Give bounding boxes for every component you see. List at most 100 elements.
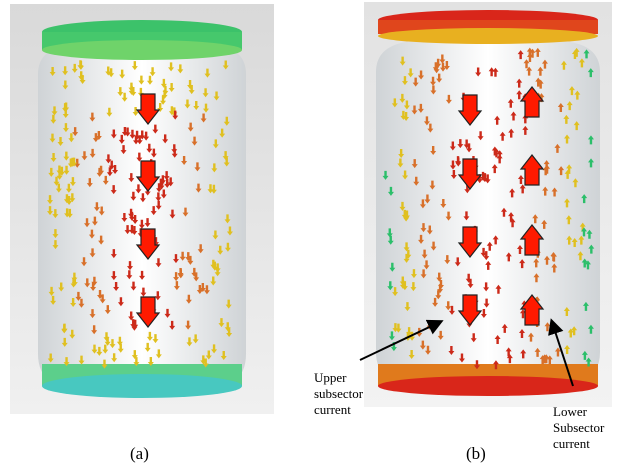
field-arrow xyxy=(133,135,140,145)
field-arrow xyxy=(464,184,471,194)
field-arrow xyxy=(108,160,115,170)
field-arrow xyxy=(448,345,455,355)
field-arrow xyxy=(554,143,561,153)
field-arrow xyxy=(214,267,221,277)
field-arrow xyxy=(392,287,399,297)
field-arrow xyxy=(138,75,145,85)
field-arrow xyxy=(581,350,588,360)
main-current-arrow-up xyxy=(519,294,545,326)
field-arrow xyxy=(62,108,69,118)
panel-b-bottom-rim xyxy=(378,376,598,396)
main-current-arrow-up xyxy=(519,154,545,186)
field-arrow xyxy=(224,214,231,224)
field-arrow xyxy=(564,198,571,208)
field-arrow xyxy=(485,260,492,270)
field-arrow xyxy=(466,143,473,153)
field-arrow xyxy=(579,222,586,232)
field-arrow xyxy=(157,178,164,188)
field-arrow xyxy=(140,287,147,297)
main-current-arrow-up xyxy=(519,86,545,118)
field-arrow xyxy=(128,224,135,234)
field-arrow xyxy=(65,183,72,193)
field-arrow xyxy=(155,349,162,359)
field-arrow xyxy=(467,279,474,289)
field-arrow xyxy=(499,131,506,141)
field-arrow xyxy=(568,86,575,96)
main-current-arrow-down xyxy=(457,294,483,326)
field-arrow xyxy=(427,123,434,133)
lower-subsector-label: Lower Subsector current xyxy=(553,404,605,451)
panel-a-main-arrows xyxy=(135,93,161,328)
field-arrow xyxy=(129,129,136,139)
field-arrow xyxy=(483,251,490,261)
field-arrow xyxy=(500,207,507,217)
field-arrow xyxy=(106,167,113,177)
field-arrow xyxy=(55,183,62,193)
field-arrow xyxy=(105,66,112,76)
field-arrow xyxy=(47,195,54,205)
field-arrow xyxy=(424,194,431,204)
field-arrow xyxy=(492,67,499,77)
field-arrow xyxy=(168,82,175,92)
field-arrow xyxy=(560,60,567,70)
field-arrow xyxy=(454,257,461,267)
field-arrow xyxy=(91,325,98,335)
field-arrow xyxy=(52,209,59,219)
field-arrow xyxy=(410,269,417,279)
field-arrow xyxy=(541,219,548,229)
field-arrow xyxy=(139,193,146,203)
field-arrow xyxy=(138,219,145,229)
field-arrow xyxy=(130,191,137,201)
field-arrow xyxy=(47,206,54,216)
field-arrow xyxy=(62,80,69,90)
field-arrow xyxy=(89,309,96,319)
panel-a-bottom-rim xyxy=(42,374,242,398)
field-arrow xyxy=(52,240,59,250)
field-arrow xyxy=(187,255,194,265)
field-arrow xyxy=(533,258,540,268)
upper-subsector-label: Upper subsector current xyxy=(314,370,364,417)
field-arrow xyxy=(171,148,178,158)
field-arrow xyxy=(588,158,595,168)
field-arrow xyxy=(160,95,167,105)
field-arrow xyxy=(432,297,439,307)
field-arrow xyxy=(69,193,76,203)
field-arrow xyxy=(155,200,162,210)
field-arrow xyxy=(449,160,456,170)
field-arrow xyxy=(173,272,180,282)
field-arrow xyxy=(50,152,57,162)
field-arrow xyxy=(516,78,523,88)
field-arrow xyxy=(104,336,111,346)
field-arrow xyxy=(181,155,188,165)
field-arrow xyxy=(507,98,514,108)
field-arrow xyxy=(491,146,498,156)
field-arrow xyxy=(581,258,588,268)
field-arrow xyxy=(179,251,186,261)
field-arrow xyxy=(132,106,139,116)
field-arrow xyxy=(84,218,91,228)
field-arrow xyxy=(88,229,95,239)
field-arrow xyxy=(211,163,218,173)
field-arrow xyxy=(56,165,63,175)
panel-b-can-render xyxy=(364,2,612,407)
caption-b: (b) xyxy=(466,444,486,463)
field-arrow xyxy=(418,234,425,244)
field-arrow xyxy=(398,148,405,158)
field-arrow xyxy=(517,174,524,184)
field-arrow xyxy=(120,145,127,155)
field-arrow xyxy=(185,252,192,262)
field-arrow xyxy=(535,77,542,87)
field-arrow xyxy=(541,59,548,69)
field-arrow xyxy=(413,176,420,186)
field-arrow xyxy=(518,329,525,339)
field-arrow xyxy=(110,249,117,259)
field-arrow xyxy=(476,174,483,184)
field-arrow xyxy=(149,67,156,77)
panel-a-can-render xyxy=(10,4,274,414)
field-arrow xyxy=(177,64,184,74)
field-arrow xyxy=(135,184,142,194)
field-arrow xyxy=(551,263,558,273)
field-arrow xyxy=(412,77,419,87)
field-arrow xyxy=(66,196,73,206)
field-arrow xyxy=(505,347,512,357)
